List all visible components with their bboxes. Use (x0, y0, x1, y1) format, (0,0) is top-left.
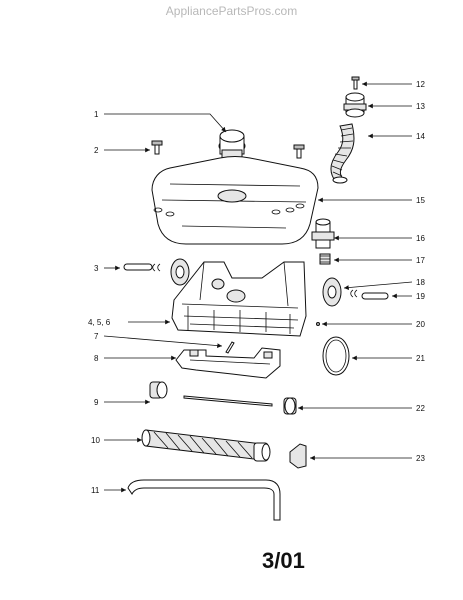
callout-18: 18 (416, 278, 425, 287)
callout-7: 7 (94, 332, 99, 341)
callout-8: 8 (94, 354, 99, 363)
part-7-pin (225, 341, 235, 354)
part-17-spring (319, 253, 331, 265)
callout-13: 13 (416, 102, 425, 111)
part-12-screw (351, 76, 360, 90)
callout-labels: 1 2 3 4, 5, 6 7 8 9 10 11 12 13 14 15 16… (88, 80, 425, 495)
part-18-wheel (322, 277, 342, 307)
callout-20: 20 (416, 320, 425, 329)
callout-21: 21 (416, 354, 425, 363)
callout-22: 22 (416, 404, 425, 413)
callout-17: 17 (416, 256, 425, 265)
part-10-brushroll (141, 429, 271, 462)
part-15-hood (151, 156, 319, 245)
part-3-axle (123, 263, 161, 272)
callout-16: 16 (416, 234, 425, 243)
part-21-belt (322, 336, 350, 376)
part-4-5-6-base-assembly (171, 261, 307, 337)
leader-lines (103, 81, 413, 493)
part-2-screw (151, 140, 305, 159)
part-23-clip (289, 443, 307, 469)
part-22-end-cap (283, 397, 297, 415)
brush-end-cap-left (149, 381, 168, 399)
callout-15: 15 (416, 196, 425, 205)
rear-wheel-left (170, 258, 190, 286)
part-11-bumper (127, 479, 281, 521)
callout-14: 14 (416, 132, 425, 141)
callout-3: 3 (94, 264, 99, 273)
part-16-connector (311, 218, 335, 249)
callout-1: 1 (94, 110, 99, 119)
callout-12: 12 (416, 80, 425, 89)
part-8-bottom-plate (175, 347, 281, 379)
callout-2: 2 (94, 146, 99, 155)
watermark: AppliancePartsPros.com (165, 4, 298, 18)
part-20-screw (316, 322, 320, 326)
callout-4-5-6: 4, 5, 6 (88, 318, 111, 327)
part-9-shaft (183, 395, 273, 407)
part-14-hose (330, 123, 355, 184)
date-code: 3/01 (262, 548, 305, 573)
callout-9: 9 (94, 398, 99, 407)
callout-11: 11 (91, 486, 100, 495)
callout-10: 10 (91, 436, 100, 445)
callout-19: 19 (416, 292, 425, 301)
part-13-hose-fitting (343, 92, 367, 118)
callout-23: 23 (416, 454, 425, 463)
part-19-axle (350, 289, 389, 300)
